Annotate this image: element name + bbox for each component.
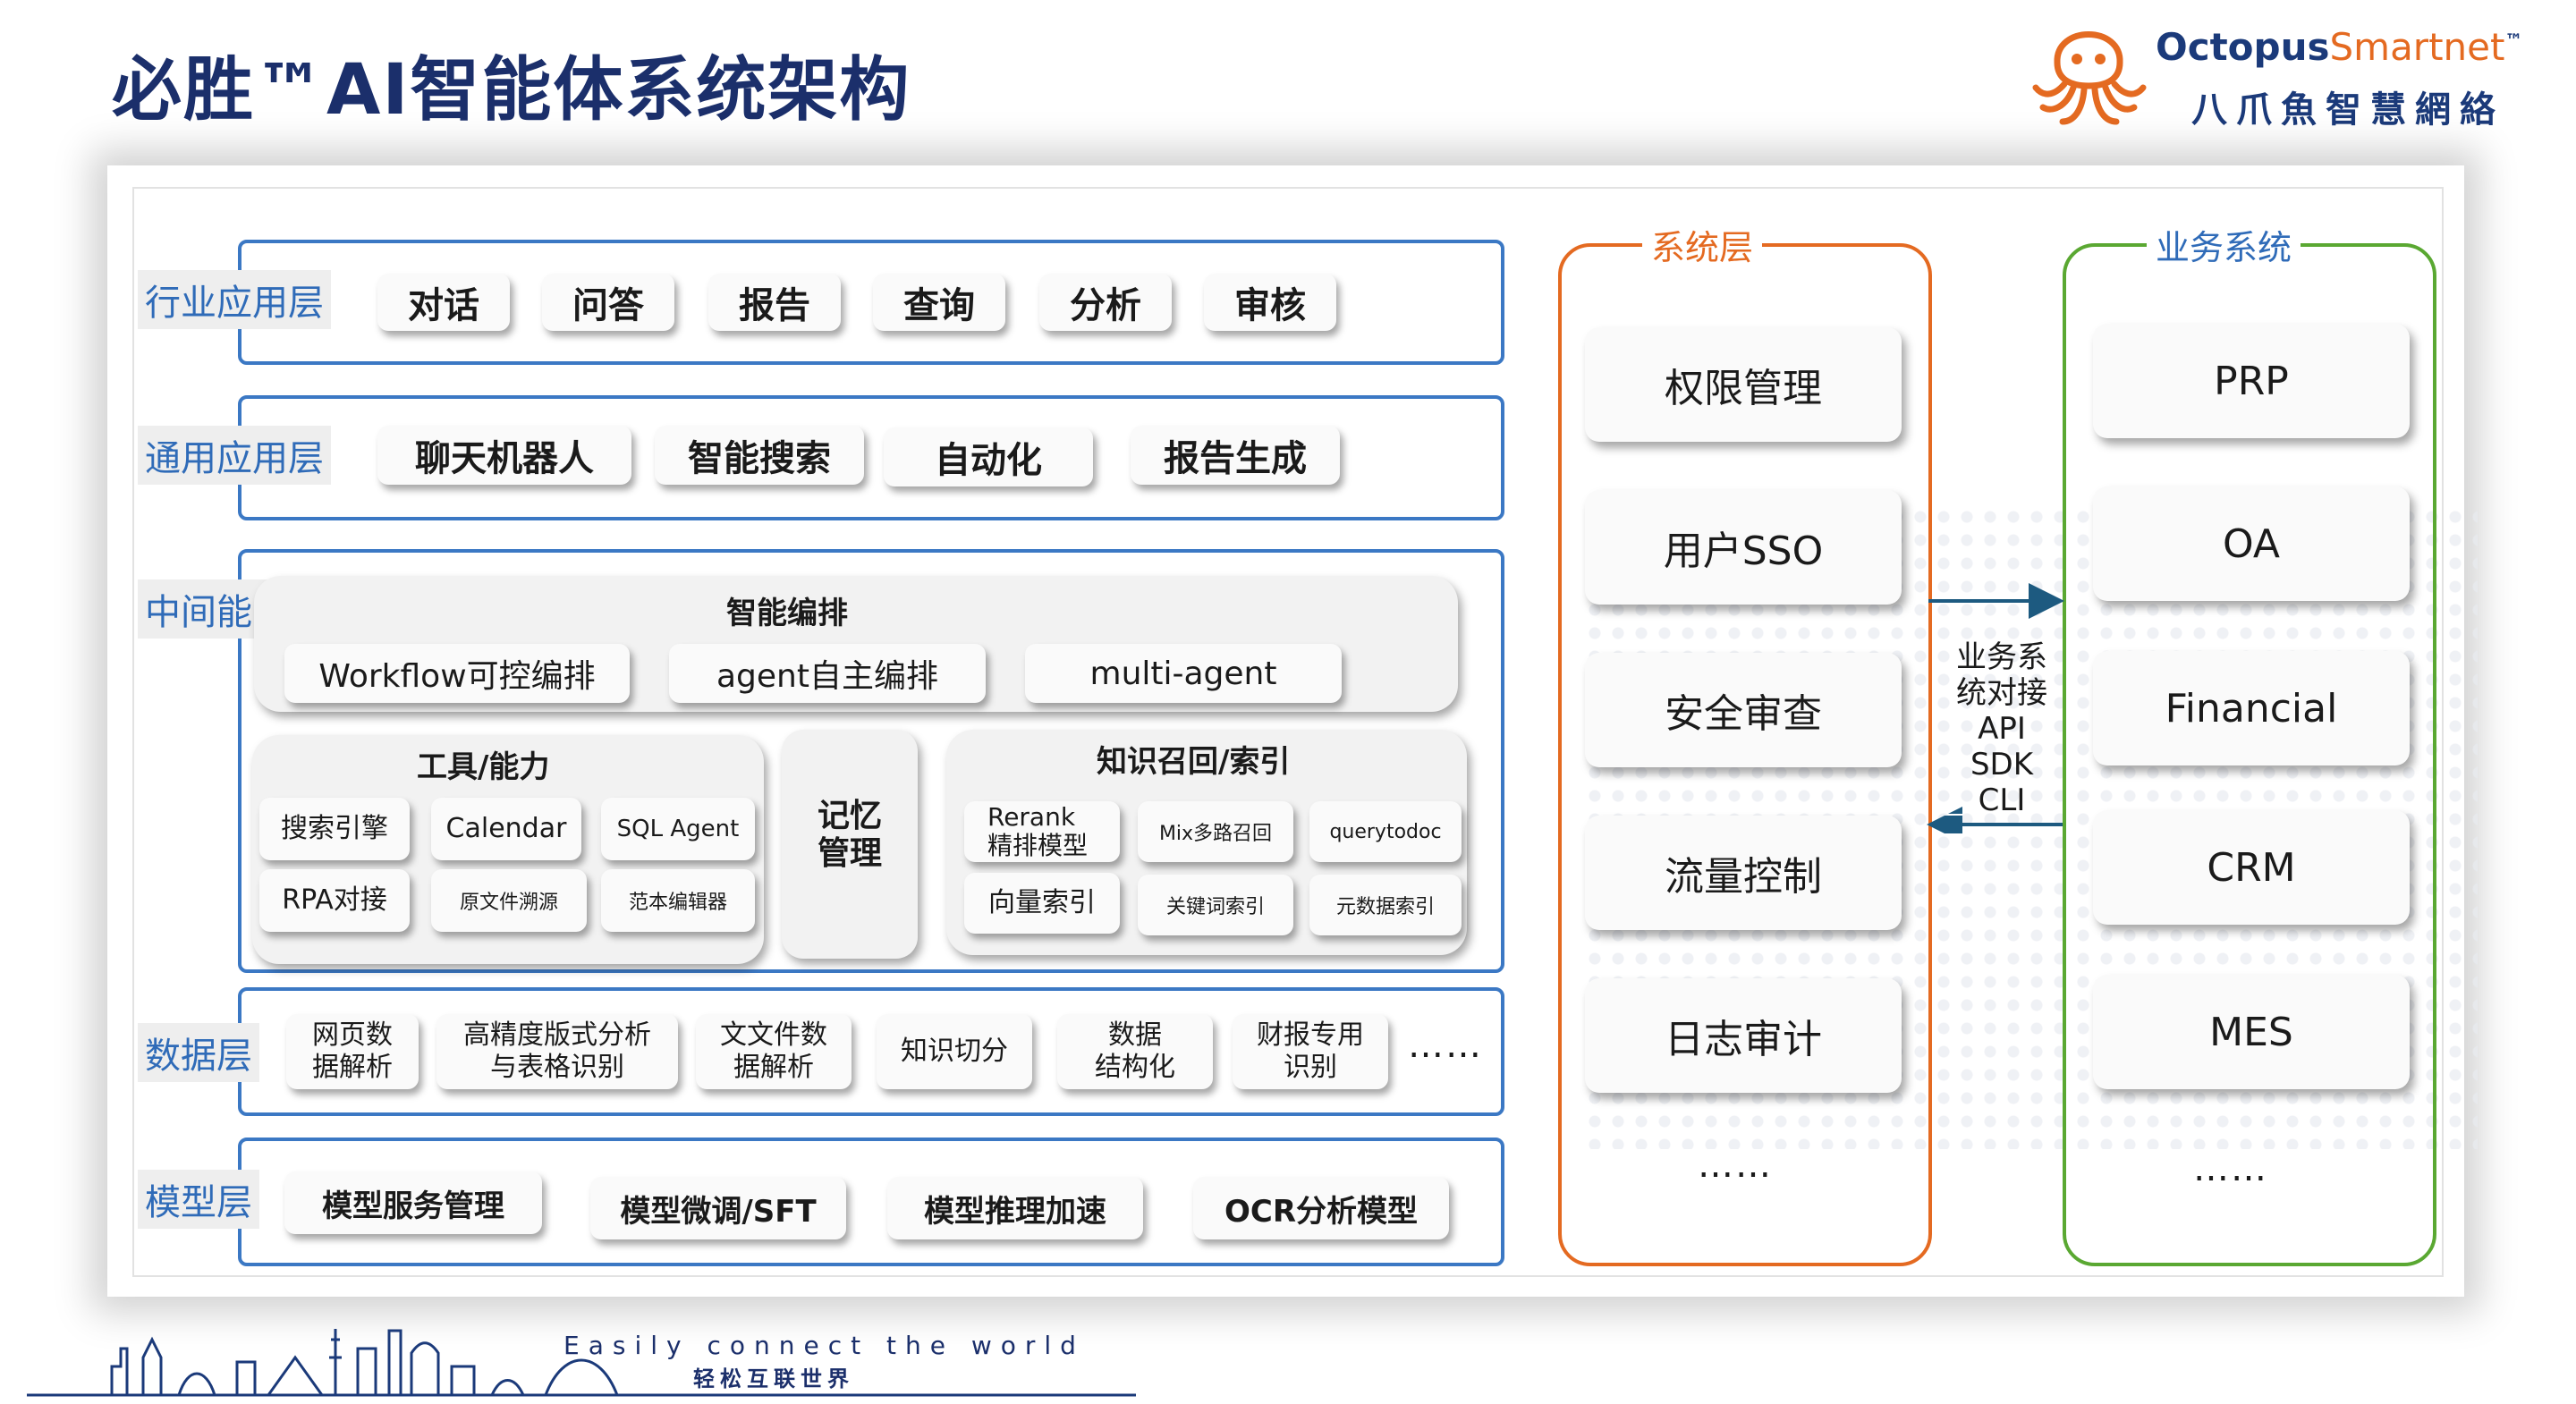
knowledge-item-keyword-index: 关键词索引 (1138, 875, 1293, 935)
memory-label: 记忆 管理 (782, 798, 918, 873)
data-item-file-parse-l2: 据解析 (733, 1052, 814, 1083)
logo-text-octopus: Octopus (2156, 25, 2330, 69)
data-item-layout-analysis-l1: 高精度版式分析 (463, 1019, 651, 1051)
connector-label: 业务系 统对接 API SDK CLI (1939, 639, 2064, 818)
model-item-finetune: 模型微调/SFT (590, 1177, 846, 1239)
logo-chinese: 八爪魚智慧網絡 (2191, 89, 2504, 131)
industry-item-report: 报告 (708, 274, 841, 331)
data-item-structuring: 数据 结构化 (1057, 1014, 1213, 1089)
tool-item-rpa: RPA对接 (259, 869, 410, 932)
data-item-structuring-l1: 数据 (1108, 1019, 1162, 1051)
model-layer-label: 模型层 (138, 1170, 259, 1229)
octopus-logo: OctopusSmartnet™ 八爪魚智慧網絡 (2030, 7, 2549, 132)
data-item-financial-report-l2: 识别 (1284, 1052, 1337, 1083)
octopus-icon (2032, 31, 2147, 125)
orchestration-title: 智能编排 (726, 596, 848, 631)
business-item-crm: CRM (2093, 810, 2410, 925)
business-system-title: 业务系统 (2147, 220, 2301, 269)
industry-item-qa: 问答 (542, 274, 674, 331)
industry-layer-label: 行业应用层 (138, 270, 331, 329)
industry-item-dialog: 对话 (377, 274, 510, 331)
orch-item-workflow: Workflow可控编排 (284, 644, 630, 703)
data-layer-more: …… (1408, 1025, 1483, 1066)
business-more: …… (2193, 1148, 2268, 1189)
data-item-web-parse-l1: 网页数 (312, 1019, 393, 1051)
knowledge-item-vector-index: 向量索引 (964, 873, 1120, 934)
orch-item-agent: agent自主编排 (669, 644, 986, 703)
tool-item-calendar: Calendar (431, 798, 581, 860)
knowledge-item-metadata-index: 元数据索引 (1309, 875, 1462, 935)
data-item-structuring-l2: 结构化 (1095, 1052, 1175, 1083)
connector-arrows (1927, 583, 2064, 814)
system-layer-title: 系统层 (1642, 220, 1763, 269)
data-layer-label: 数据层 (138, 1023, 259, 1082)
model-item-ocr: OCR分析模型 (1193, 1177, 1449, 1239)
system-item-permission: 权限管理 (1585, 327, 1902, 442)
footer-slogan-cn: 轻松互联世界 (693, 1366, 854, 1391)
memory-label-line2: 管理 (817, 835, 882, 872)
general-item-smart-search: 智能搜索 (655, 426, 864, 485)
rerank-line2: 精排模型 (987, 831, 1089, 860)
city-skyline-icon (27, 1329, 1136, 1397)
logo-english: OctopusSmartnet™ (2156, 25, 2522, 69)
logo-text-smartnet: Smartnet (2329, 25, 2505, 69)
general-item-report-gen: 报告生成 (1131, 426, 1340, 485)
arrow-left-lower (1927, 816, 2063, 833)
system-item-sso: 用户SSO (1585, 490, 1902, 605)
rerank-line1: Rerank (987, 802, 1076, 832)
model-item-inference-accel: 模型推理加速 (887, 1177, 1143, 1239)
page-title: 必胜™AI智能体系统架构 (112, 50, 911, 131)
logo-tm: ™ (2504, 30, 2523, 51)
system-item-traffic-control: 流量控制 (1585, 816, 1902, 930)
system-item-security-review: 安全审查 (1585, 653, 1902, 767)
model-item-service-mgmt: 模型服务管理 (284, 1171, 542, 1234)
data-item-web-parse: 网页数 据解析 (286, 1014, 419, 1089)
tool-item-search-engine: 搜索引擎 (259, 798, 410, 860)
system-more: …… (1698, 1145, 1773, 1186)
knowledge-title: 知识召回/索引 (1097, 744, 1291, 780)
industry-item-analysis: 分析 (1039, 274, 1172, 331)
general-item-chatbot: 聊天机器人 (377, 426, 631, 485)
business-item-financial: Financial (2093, 651, 2410, 765)
tool-item-sql-agent: SQL Agent (601, 798, 755, 860)
system-item-log-audit: 日志审计 (1585, 978, 1902, 1093)
connector-line-cli: CLI (1978, 782, 2026, 818)
data-item-financial-report-l1: 财报专用 (1257, 1019, 1364, 1051)
industry-item-query: 查询 (873, 274, 1005, 331)
industry-item-review: 审核 (1204, 274, 1336, 331)
memory-group (782, 730, 918, 959)
memory-label-line1: 记忆 (817, 798, 882, 834)
connector-line-sdk: SDK (1970, 747, 2034, 782)
data-item-file-parse: 文文件数 据解析 (696, 1014, 852, 1089)
knowledge-item-querytodoc: querytodoc (1309, 801, 1462, 862)
data-item-knowledge-split: 知识切分 (877, 1014, 1032, 1089)
data-item-web-parse-l2: 据解析 (312, 1052, 393, 1083)
general-item-automation: 自动化 (884, 427, 1093, 486)
general-layer-label: 通用应用层 (138, 426, 331, 485)
footer-slogan-en: Easily connect the world (564, 1331, 1085, 1360)
data-item-layout-analysis-l2: 与表格识别 (490, 1052, 624, 1083)
middle-layer (238, 549, 1504, 973)
tool-item-template-editor: 范本编辑器 (601, 869, 755, 932)
business-item-prp: PRP (2093, 324, 2410, 438)
tool-item-source-trace: 原文件溯源 (431, 869, 587, 932)
data-item-file-parse-l1: 文文件数 (720, 1019, 827, 1051)
data-item-financial-report: 财报专用 识别 (1233, 1014, 1388, 1089)
orch-item-multi-agent: multi-agent (1025, 644, 1342, 703)
business-item-oa: OA (2093, 486, 2410, 601)
knowledge-item-rerank: Rerank 精排模型 (964, 801, 1120, 862)
knowledge-item-mix-recall: Mix多路召回 (1138, 801, 1293, 862)
data-item-knowledge-split-l1: 知识切分 (901, 1036, 1008, 1067)
connector-line-api: API (1978, 711, 2026, 747)
data-item-layout-analysis: 高精度版式分析 与表格识别 (436, 1014, 678, 1089)
connector-line-1: 业务系 (1956, 639, 2047, 675)
connector-line-2: 统对接 (1956, 675, 2047, 711)
tools-title: 工具/能力 (417, 749, 550, 785)
business-item-mes: MES (2093, 975, 2410, 1089)
